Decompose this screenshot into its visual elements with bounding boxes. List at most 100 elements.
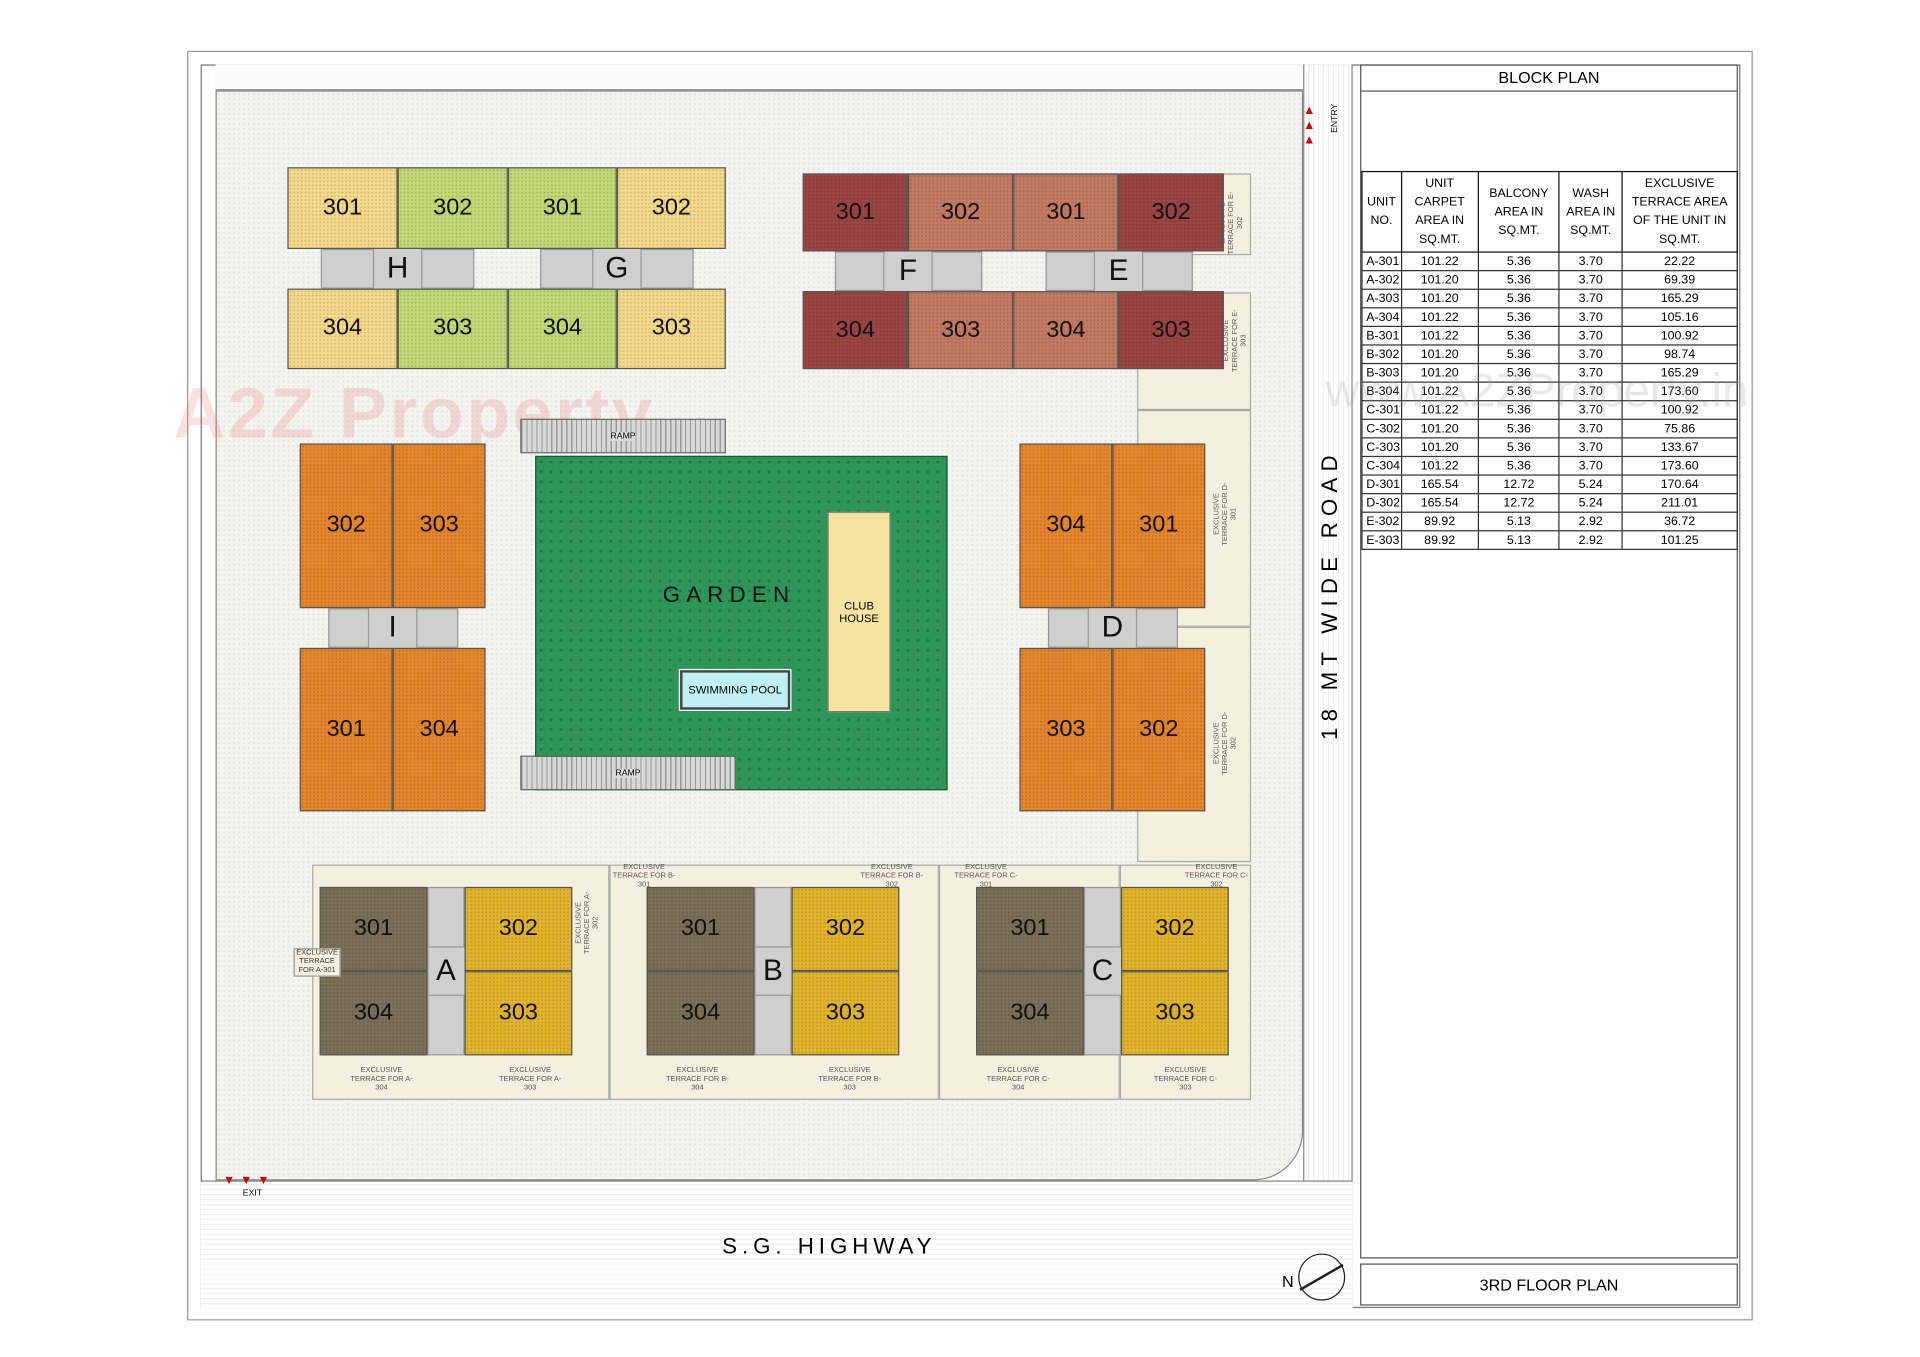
terrace-label: EXCLUSIVE TERRACE FOR C-301 (954, 863, 1018, 889)
table-cell: 173.60 (1621, 381, 1738, 402)
unit-302: 302 (616, 167, 726, 249)
table-cell: 36.72 (1621, 511, 1738, 532)
table-cell: 3.70 (1558, 344, 1623, 365)
table-cell: 3.70 (1558, 400, 1623, 420)
unit-303: 303 (616, 287, 726, 370)
club-house: CLUB HOUSE (827, 511, 891, 713)
terrace-label: EXCLUSIVE TERRACE FOR E-302 (1219, 191, 1245, 255)
table-cell: E-303 (1361, 530, 1402, 550)
road-label: 18 MT WIDE ROAD (1317, 449, 1343, 740)
terrace-label: EXCLUSIVE TERRACE FOR A-303 (498, 1067, 562, 1092)
unit-302: 302 (907, 173, 1014, 252)
north-arrow-icon (1298, 1253, 1346, 1301)
ramp-label: RAMP (610, 431, 636, 441)
exit-label: EXIT (242, 1189, 263, 1198)
club-house-label: CLUB HOUSE (839, 599, 879, 625)
unit-304: 304 (976, 971, 1084, 1056)
unit-302: 302 (1121, 886, 1229, 972)
terrace-label: EXCLUSIVE TERRACE FOR A-302 (575, 891, 601, 955)
table-cell: 3.70 (1558, 307, 1623, 328)
table-cell: 101.22 (1400, 307, 1479, 328)
swimming-pool-label: SWIMMING POOL (688, 683, 782, 697)
table-header: UNIT CARPET AREA IN SQ.MT. (1400, 170, 1479, 253)
table-cell: A-302 (1361, 270, 1402, 290)
table-cell: B-302 (1361, 344, 1402, 365)
unit-304: 304 (507, 287, 617, 370)
swimming-pool: SWIMMING POOL (678, 668, 792, 712)
side-road (1303, 64, 1353, 1309)
table-cell: 12.72 (1477, 474, 1561, 495)
unit-301: 301 (287, 167, 398, 249)
unit-304: 304 (646, 971, 755, 1056)
unit-301: 301 (976, 886, 1084, 972)
table-cell: 170.64 (1621, 474, 1738, 495)
unit-303: 303 (1019, 647, 1113, 812)
garden (535, 455, 948, 791)
table-cell: 5.36 (1477, 437, 1561, 458)
unit-301: 301 (1013, 173, 1119, 252)
terrace-label: EXCLUSIVE TERRACE FOR C-302 (1184, 863, 1248, 889)
floor-label: 3RD FLOOR PLAN (1360, 1263, 1738, 1306)
unit-304: 304 (1019, 443, 1113, 608)
area-table: UNIT NO.UNIT CARPET AREA IN SQ.MT.BALCON… (1361, 170, 1738, 550)
table-header: BALCONY AREA IN SQ.MT. (1477, 170, 1561, 253)
table-cell: A-303 (1361, 288, 1402, 309)
table-cell: 101.22 (1400, 325, 1479, 346)
unit-301: 301 (802, 173, 908, 252)
terrace-label: EXCLUSIVE TERRACE FOR B-302 (860, 863, 924, 889)
table-cell: 89.92 (1400, 530, 1479, 550)
terrace-label: EXCLUSIVE TERRACE FOR B-304 (665, 1067, 729, 1092)
terrace-label: EXCLUSIVE TERRACE FOR A-304 (350, 1067, 413, 1092)
table-header: WASH AREA IN SQ.MT. (1558, 170, 1623, 253)
table-cell: 100.92 (1621, 325, 1738, 346)
terrace-label: EXCLUSIVE TERRACE FOR E-303 (1223, 309, 1248, 373)
unit-302: 302 (397, 167, 508, 249)
table-cell: A-301 (1361, 251, 1402, 272)
terrace-label: EXCLUSIVE TERRACE FOR D-301 (1213, 482, 1239, 546)
table-cell: 3.70 (1558, 437, 1623, 458)
entry-arrows-icon: ▲▲▲ (1303, 104, 1316, 148)
block-letter: E (1108, 253, 1129, 288)
highway-label: S.G. HIGHWAY (722, 1233, 937, 1259)
legend-title: BLOCK PLAN (1361, 66, 1737, 92)
unit-303: 303 (907, 291, 1014, 370)
block-letter: D (1101, 610, 1124, 644)
table-cell: 5.36 (1477, 418, 1561, 439)
table-cell: C-303 (1361, 437, 1402, 458)
table-cell: 5.36 (1477, 270, 1561, 290)
table-cell: D-302 (1361, 493, 1402, 513)
block-letter: F (898, 253, 918, 288)
terrace-label: EXCLUSIVE TERRACE FOR B-301 (612, 863, 676, 889)
table-cell: 101.20 (1400, 437, 1479, 458)
table-cell: 98.74 (1621, 344, 1738, 365)
table-cell: 5.13 (1477, 530, 1561, 550)
table-cell: 3.70 (1558, 418, 1623, 439)
unit-301: 301 (299, 647, 393, 812)
table-cell: 5.36 (1477, 288, 1561, 309)
table-cell: 5.36 (1477, 251, 1561, 272)
unit-303: 303 (464, 971, 573, 1056)
unit-304: 304 (392, 647, 486, 812)
block-letter: H (386, 250, 409, 285)
table-cell: C-302 (1361, 418, 1402, 439)
unit-302: 302 (464, 886, 573, 972)
block-letter: C (1091, 953, 1114, 988)
unit-304: 304 (802, 291, 908, 370)
